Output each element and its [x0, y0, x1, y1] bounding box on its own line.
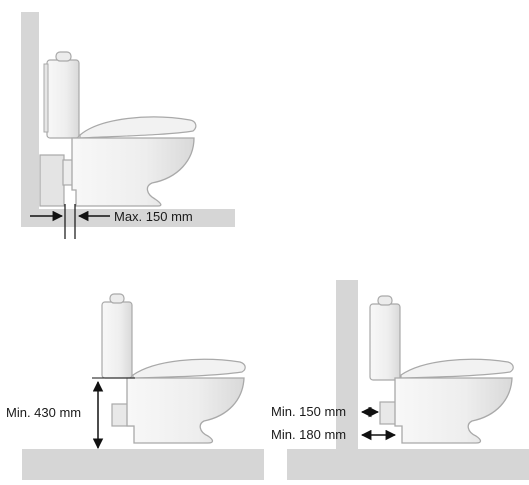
- toilet-bowl: [126, 377, 245, 444]
- floor: [287, 449, 529, 480]
- diagram-bottom-left: Min. 430 mm: [6, 293, 264, 480]
- min-seat-height-label: Min. 430 mm: [6, 405, 81, 420]
- max-clearance-label: Max. 150 mm: [114, 209, 193, 224]
- cistern: [369, 295, 401, 381]
- diagram-top: Max. 150 mm: [21, 12, 235, 239]
- cistern: [43, 51, 80, 139]
- floor: [22, 449, 264, 480]
- cistern: [101, 293, 133, 379]
- min-bowl-clearance-label: Min. 180 mm: [271, 427, 346, 442]
- min-pipe-clearance-label: Min. 150 mm: [271, 404, 346, 419]
- toilet-bowl: [394, 377, 513, 444]
- toilet-bowl: [71, 137, 195, 207]
- toilet-lid: [132, 358, 246, 379]
- outlet-pipe: [39, 154, 76, 207]
- toilet-lid: [400, 358, 514, 379]
- toilet-lid: [79, 116, 197, 139]
- diagram-bottom-right: Min. 150 mm Min. 180 mm: [271, 280, 529, 480]
- wall: [21, 12, 39, 227]
- wall: [336, 280, 358, 480]
